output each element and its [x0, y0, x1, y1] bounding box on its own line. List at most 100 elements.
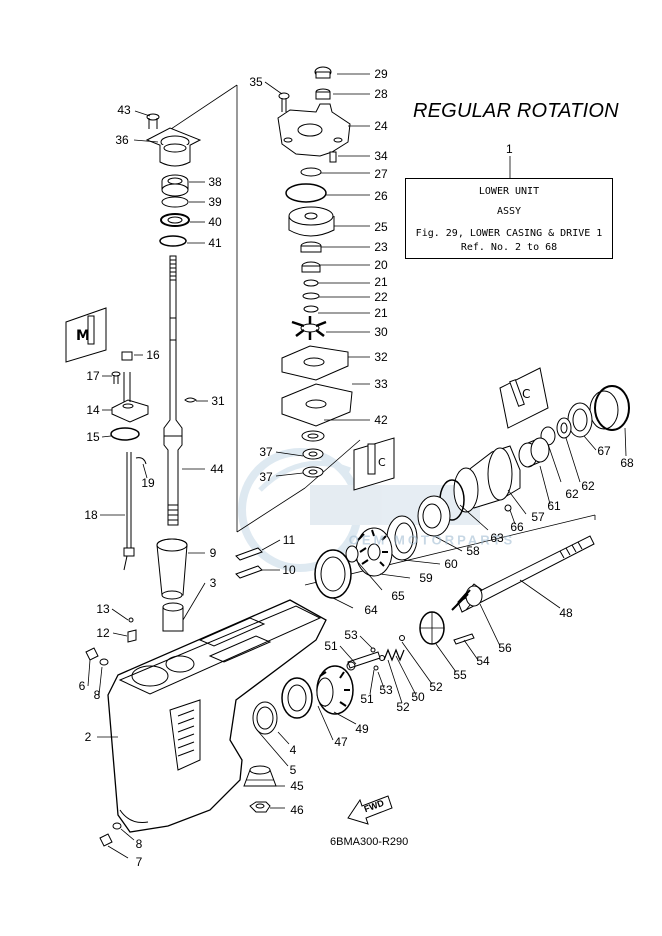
callout-46: 46 — [290, 803, 304, 817]
callout-25: 25 — [374, 220, 388, 234]
callout-30: 30 — [374, 325, 388, 339]
washer-21a — [303, 279, 319, 287]
callout-19: 19 — [141, 476, 155, 490]
callout-34: 34 — [374, 149, 388, 163]
pad-10 — [235, 565, 263, 579]
callout-33: 33 — [374, 377, 388, 391]
callout-21b: 21 — [374, 306, 388, 320]
diagram-title: REGULAR ROTATION — [413, 100, 619, 122]
callout-37b: 37 — [259, 470, 273, 484]
callout-3: 3 — [209, 576, 217, 590]
nut-46 — [249, 801, 271, 813]
callout-49: 49 — [355, 722, 369, 736]
svg-text:C: C — [522, 387, 530, 401]
callout-50: 50 — [411, 690, 425, 704]
callout-36: 36 — [115, 133, 129, 147]
impeller-30 — [291, 316, 327, 340]
callout-66: 66 — [510, 520, 524, 534]
reference-line-2: ASSY — [496, 206, 522, 217]
callout-16: 16 — [146, 348, 160, 362]
callout-17: 17 — [86, 369, 100, 383]
grease-symbol-2: C — [499, 367, 549, 429]
ball-66 — [504, 504, 512, 512]
seal-42 — [301, 430, 325, 442]
callout-29: 29 — [374, 67, 388, 81]
callout-53a: 53 — [344, 628, 358, 642]
grease-symbol: C — [353, 437, 395, 491]
bearing-67 — [567, 402, 593, 438]
ball-52a — [399, 635, 405, 641]
washer-8b — [112, 822, 122, 830]
sleeve-61 — [518, 437, 550, 468]
bolt-34 — [329, 151, 337, 163]
callout-15: 15 — [86, 430, 100, 444]
cap-16 — [121, 351, 133, 361]
reference-line-4: Ref. No. 2 to 68 — [460, 242, 558, 253]
callout-62b: 62 — [581, 479, 595, 493]
washer-62a — [556, 417, 572, 439]
callout-11: 11 — [282, 533, 296, 547]
callout-53b: 53 — [379, 683, 393, 697]
callout-8a: 8 — [93, 688, 101, 702]
grommet-29 — [314, 66, 332, 79]
shim-65 — [345, 545, 359, 563]
pin-31 — [184, 397, 197, 403]
ring-68 — [589, 385, 630, 431]
callout-52a: 52 — [429, 680, 443, 694]
callout-65: 65 — [391, 589, 405, 603]
callout-41: 41 — [208, 236, 222, 250]
callout-54: 54 — [476, 654, 490, 668]
pinion-45 — [243, 765, 277, 787]
bolt-17 — [111, 371, 121, 384]
watermark-text: OEM MOTORPARTS — [348, 532, 516, 548]
collar-23 — [300, 241, 322, 253]
callout-67: 67 — [597, 444, 611, 458]
sleeve-9 — [156, 538, 188, 600]
lower-casing-2 — [107, 599, 327, 833]
gasket-32 — [281, 345, 349, 381]
collar-28 — [315, 88, 331, 100]
callout-63: 63 — [490, 531, 504, 545]
callout-61: 61 — [547, 499, 561, 513]
callout-40: 40 — [208, 215, 222, 229]
callout-48: 48 — [559, 606, 573, 620]
callout-23: 23 — [374, 240, 388, 254]
callout-7: 7 — [135, 855, 143, 869]
callout-52b: 52 — [396, 700, 410, 714]
o-ring-15 — [110, 427, 140, 441]
gear-49 — [316, 665, 354, 715]
callout-57: 57 — [531, 510, 545, 524]
callout-39: 39 — [208, 195, 222, 209]
drive-shaft-44 — [163, 255, 183, 526]
spring-56 — [451, 585, 483, 611]
callout-13: 13 — [96, 602, 110, 616]
oil-seal-40 — [160, 213, 190, 227]
gear-59 — [355, 527, 393, 577]
washer-21b — [303, 305, 319, 313]
reference-box: LOWER UNIT ASSY Fig. 29, LOWER CASING & … — [405, 178, 613, 259]
pump-housing-24 — [277, 103, 351, 157]
clip-19 — [135, 457, 147, 465]
callout-31: 31 — [211, 394, 225, 408]
bolt-35 — [278, 92, 290, 112]
bearing-47 — [281, 677, 313, 719]
callout-55: 55 — [453, 668, 467, 682]
pad-11 — [235, 547, 263, 561]
clutch-55 — [419, 611, 445, 645]
o-ring-27 — [300, 167, 322, 177]
fitting-12 — [127, 629, 137, 643]
bolt-43 — [146, 113, 160, 129]
callout-45: 45 — [290, 779, 304, 793]
leader-lines — [87, 73, 627, 859]
housing-36 — [145, 127, 202, 167]
callout-5: 5 — [289, 763, 297, 777]
callout-38: 38 — [208, 175, 222, 189]
ball-13 — [128, 617, 134, 623]
bearing-64 — [314, 549, 352, 599]
ball-53b — [373, 665, 379, 671]
reference-line-3: Fig. 29, LOWER CASING & DRIVE 1 — [415, 228, 603, 239]
callout-10: 10 — [282, 563, 296, 577]
callout-43: 43 — [117, 103, 131, 117]
svg-text:M: M — [76, 328, 90, 344]
callout-18: 18 — [84, 508, 98, 522]
